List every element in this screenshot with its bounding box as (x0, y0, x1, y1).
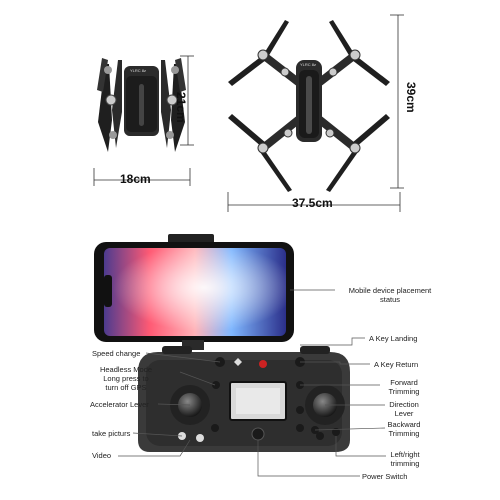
unfolded-brand-mark: YLRC 8z (300, 62, 317, 67)
callout-accelerator-lever: Accelerator Lever (90, 400, 149, 409)
callout-power-switch: Power Switch (362, 472, 408, 481)
callout-speed-change: Speed change (92, 349, 141, 358)
callout-leader-lines (118, 289, 386, 477)
unfolded-drone (228, 20, 390, 192)
folded-brand-mark: YLRC 8z (130, 68, 147, 73)
folded-height-label: 21cm (174, 92, 188, 123)
unfolded-width-label: 37.5cm (292, 196, 333, 210)
callout-mobile-placement: Mobile device placement status (348, 286, 432, 304)
callout-direction-lever: Direction Lever (389, 400, 419, 418)
folded-drone (97, 58, 186, 152)
callout-headless-mode: Headless Mode Long press to turn off GPS (99, 365, 153, 392)
callout-a-key-return: A Key Return (374, 360, 419, 369)
folded-width-label: 18cm (120, 172, 151, 186)
folded-dimension-lines (93, 55, 194, 186)
unfolded-dimension-lines (227, 14, 404, 212)
callout-backward-trimming: Backward Trimming (387, 420, 421, 438)
callout-a-key-landing: A Key Landing (369, 334, 418, 343)
unfolded-height-label: 39cm (404, 82, 418, 113)
callout-left-right-trimming: Left/right trimming (390, 450, 420, 468)
phone-on-controller (94, 234, 294, 350)
callout-video: Video (92, 451, 112, 460)
callout-take-pictures: take picturs (92, 429, 131, 438)
callout-forward-trimming: Forward Trimming (388, 378, 420, 396)
